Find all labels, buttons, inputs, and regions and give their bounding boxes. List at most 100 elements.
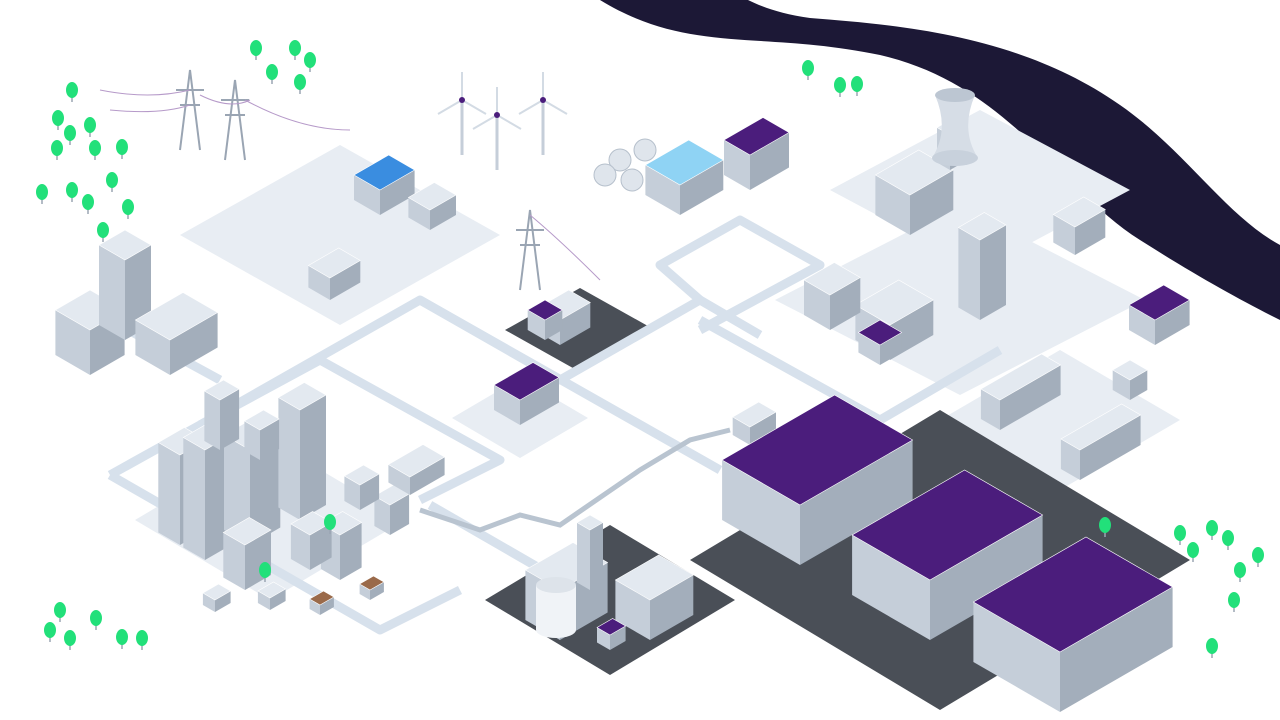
tree-canopy — [324, 514, 336, 530]
factory-tower-roof — [98, 229, 152, 261]
tree-canopy — [97, 222, 109, 238]
tree-canopy — [64, 125, 76, 141]
factory-tower-left-wall — [99, 245, 125, 340]
tree-6 — [116, 139, 128, 159]
warehouse-left-wall — [1129, 305, 1155, 345]
cabinet-row-b — [1060, 403, 1142, 480]
tree-27 — [1234, 562, 1246, 582]
datacenter-1-right-wall — [800, 440, 913, 565]
river-shape — [600, 0, 1280, 320]
relay-building — [493, 362, 560, 425]
tree-36 — [324, 514, 336, 534]
tree-canopy — [136, 630, 148, 646]
factory-block-left-wall — [55, 310, 90, 375]
house-d-left-wall — [359, 584, 370, 600]
tower-e-right-wall — [220, 389, 240, 450]
midrise-b-right-wall — [340, 522, 362, 580]
tree-canopy — [54, 602, 66, 618]
turbine-blade — [437, 99, 463, 115]
switch-transformer-right-wall — [1130, 370, 1148, 400]
cabinet-row-a-roof — [980, 353, 1062, 401]
plant-building-roof — [874, 149, 954, 196]
wind-turbine-2 — [518, 72, 568, 155]
low-building-roof — [387, 444, 446, 478]
storage-tank-top — [536, 577, 576, 593]
datacenter-3 — [972, 536, 1174, 712]
sphere-tank-1 — [633, 138, 657, 162]
transformer-a-right-wall — [430, 195, 456, 230]
tree-canopy — [122, 199, 134, 215]
boiler-tower-right-wall — [980, 225, 1006, 320]
generator-left-wall — [1053, 214, 1075, 255]
tree-18 — [802, 60, 814, 80]
datacenter-1-left-wall — [722, 460, 800, 565]
tree-21 — [1099, 517, 1111, 537]
tree-22 — [1174, 525, 1186, 545]
tree-canopy — [304, 52, 316, 68]
tree-30 — [54, 602, 66, 622]
transformer-blue-right-wall — [380, 170, 415, 215]
turbine-blade — [518, 99, 544, 115]
tree-canopy — [1206, 638, 1218, 654]
tree-1 — [52, 110, 64, 130]
warehouse — [1128, 284, 1191, 345]
tree-canopy — [1206, 520, 1218, 536]
tree-31 — [44, 622, 56, 642]
low-building — [387, 444, 446, 495]
road-1 — [197, 355, 505, 505]
cabinet-row-a-left-wall — [980, 389, 1000, 430]
plant-purple-hut — [596, 618, 627, 650]
tree-canopy — [289, 40, 301, 56]
trees — [36, 40, 1264, 658]
turbine-hub — [494, 112, 500, 118]
skyscraper-d — [277, 382, 327, 520]
turbine-blade — [472, 114, 498, 130]
datacenter-2-right-wall — [930, 515, 1043, 640]
cabinet-row-b-right-wall — [1080, 415, 1141, 480]
house-b-roof — [257, 581, 287, 599]
generator — [1052, 196, 1106, 255]
tree-13 — [250, 40, 262, 60]
cooling-tower-base — [932, 150, 978, 166]
transformer-blue-roof — [353, 154, 416, 191]
datacenter-3-left-wall — [973, 602, 1060, 712]
treatment-tank-right-wall — [680, 160, 724, 215]
pump-station-right-wall — [750, 412, 776, 445]
midrise-e — [343, 464, 380, 510]
house-a-right-wall — [215, 591, 231, 612]
datacenter-3-right-wall — [1060, 587, 1173, 712]
factory-annex-right-wall — [170, 312, 218, 375]
tree-20 — [851, 76, 863, 96]
datacenter-2-roof — [851, 469, 1044, 581]
tree-canopy — [1099, 517, 1111, 533]
sphere-tank-0 — [608, 148, 632, 172]
midrise-d-right-wall — [390, 494, 410, 535]
midrise-d-left-wall — [374, 496, 390, 535]
tree-canopy — [1228, 592, 1240, 608]
tree-12 — [97, 222, 109, 242]
pylon-frame — [179, 69, 201, 151]
tree-32 — [64, 630, 76, 650]
tower-f — [243, 409, 280, 460]
tree-15 — [304, 52, 316, 72]
skyscraper-b-left-wall — [183, 437, 205, 560]
road-network — [107, 215, 1003, 635]
plant-building — [874, 149, 954, 235]
tree-canopy — [51, 140, 63, 156]
midrise-a-left-wall — [223, 532, 245, 590]
datacenter-2 — [851, 469, 1044, 640]
midrise-c-right-wall — [310, 522, 332, 570]
pipeline — [419, 427, 731, 533]
tree-canopy — [294, 74, 306, 90]
datacenter-2-left-wall — [852, 535, 930, 640]
pump-house — [723, 117, 790, 190]
house-c-roof — [308, 590, 335, 606]
pylon-0 — [176, 69, 204, 151]
tree-34 — [116, 629, 128, 649]
pump-house-left-wall — [724, 140, 750, 190]
pylon-frame — [519, 209, 541, 291]
house-a — [202, 583, 232, 612]
tree-25 — [1187, 542, 1199, 562]
treatment-tank-left-wall — [645, 165, 680, 215]
